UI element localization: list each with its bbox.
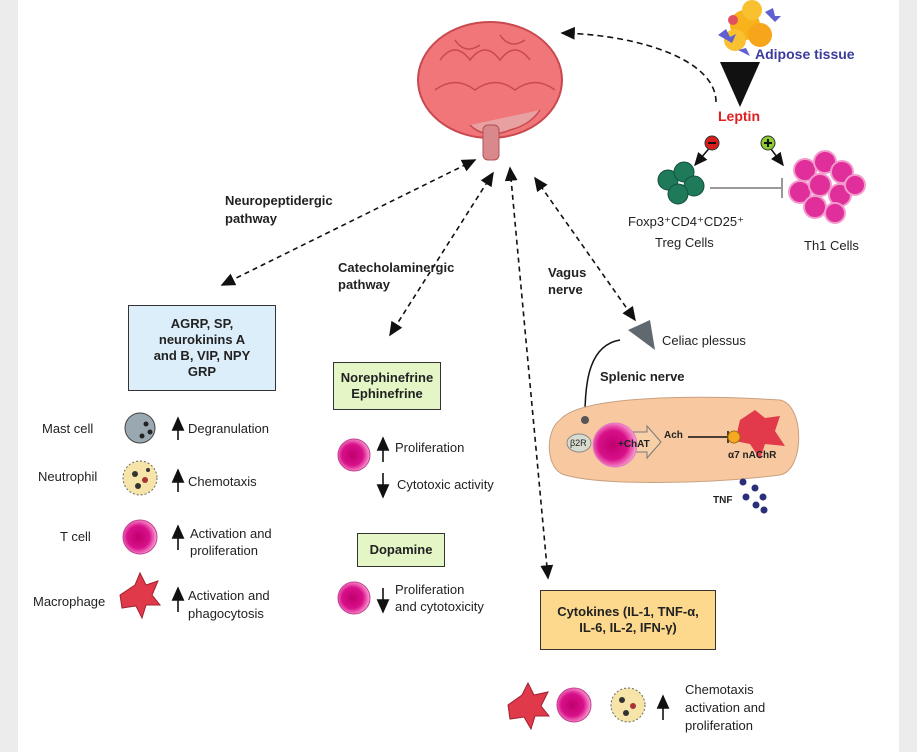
bottom-macrophage-icon (507, 681, 551, 731)
leptin-brain-arrow (560, 26, 717, 103)
cell-name: Neutrophil (38, 469, 98, 484)
neuropeptide-line: AGRP, SP, (170, 316, 234, 331)
cell-effect: phagocytosis (188, 606, 264, 621)
inhibition-line (710, 178, 783, 198)
cell-name: T cell (60, 529, 91, 544)
cytokines-line: Cytokines (IL-1, TNF-α, (557, 604, 699, 619)
catecholamine-line: Norephinefrine (340, 370, 434, 385)
neuropeptidergic-label-1: Neuropeptidergic (225, 193, 333, 208)
mast-cell-icon (124, 412, 156, 444)
t-cell-icon (122, 519, 158, 555)
cytokine-effect: activation and (685, 700, 766, 715)
catechol-effect-up: Proliferation (395, 440, 465, 455)
catecholaminergic-label-1: Catecholaminergic (338, 260, 455, 275)
catecholaminergic-label-2: pathway (338, 277, 391, 292)
catechol-effect-down: Cytotoxic activity (397, 477, 494, 492)
dopamine-box: Dopamine (357, 533, 445, 567)
treg-cells-icon (657, 161, 705, 205)
neutrophil-icon (122, 460, 158, 496)
th1-label: Th1 Cells (804, 238, 859, 253)
cell-effect: proliferation (190, 543, 258, 558)
cell-effect: Degranulation (188, 421, 269, 436)
neuropeptide-line: and B, VIP, NPY (153, 348, 251, 363)
adipose-tissue-label: Adipose tissue (755, 46, 855, 62)
cytokine-effect: proliferation (685, 718, 753, 733)
left-margin (0, 0, 18, 752)
receptor-label: α7 nAChR (728, 450, 777, 461)
dopamine-effect: Proliferation (395, 582, 465, 597)
adipose-tissue-icon (718, 0, 781, 56)
cytokine-effect: Chemotaxis (685, 682, 754, 697)
catecholamine-box: Norephinefrine Ephinefrine (333, 362, 441, 410)
cell-name: Mast cell (42, 421, 94, 436)
celiac-label: Celiac plessus (662, 333, 746, 348)
neuropeptidergic-label-2: pathway (225, 211, 278, 226)
neuropeptide-line: GRP (187, 364, 217, 379)
dopamine-cell-icon (337, 581, 371, 615)
right-margin (899, 0, 917, 752)
bottom-neutrophil-icon (610, 687, 646, 723)
cell-name: Macrophage (33, 594, 106, 609)
catechol-cell-icon (337, 438, 371, 472)
t-cell-chat-icon (592, 422, 638, 468)
cytokines-line: IL-6, IL-2, IFN-γ) (579, 620, 677, 635)
brain-icon (417, 21, 563, 161)
catecholamine-line: Ephinefrine (351, 386, 423, 401)
b2r-label: β2R (570, 438, 587, 448)
macrophage-icon (119, 571, 162, 620)
leptin-label: Leptin (718, 108, 760, 124)
vagus-label-1: Vagus (548, 265, 587, 280)
neuropeptide-box: AGRP, SP, neurokinins A and B, VIP, NPY … (128, 305, 276, 391)
chat-label: +ChAT (618, 439, 650, 450)
neuropeptide-line: neurokinins A (158, 332, 246, 347)
dopamine-effect: and cytotoxicity (395, 599, 484, 614)
splenic-label: Splenic nerve (600, 369, 685, 384)
tnf-label: TNF (713, 495, 733, 506)
cytokines-box: Cytokines (IL-1, TNF-α, IL-6, IL-2, IFN-… (540, 590, 716, 650)
cell-effect: Chemotaxis (188, 474, 257, 489)
treg-label-2: Treg Cells (655, 235, 714, 250)
ach-label: Ach (664, 430, 683, 441)
bottom-t-cell-icon (556, 687, 592, 723)
treg-label-1: Foxp3⁺CD4⁺CD25⁺ (628, 214, 744, 229)
vagus-label-2: nerve (548, 282, 583, 297)
cell-effect: Activation and (188, 588, 270, 603)
tnf-icon (739, 478, 768, 514)
celiac-plexus-icon (628, 320, 655, 350)
th1-cells-icon (788, 150, 866, 224)
macrophage-receptor-icon (735, 410, 785, 459)
cell-effect: Activation and (190, 526, 272, 541)
